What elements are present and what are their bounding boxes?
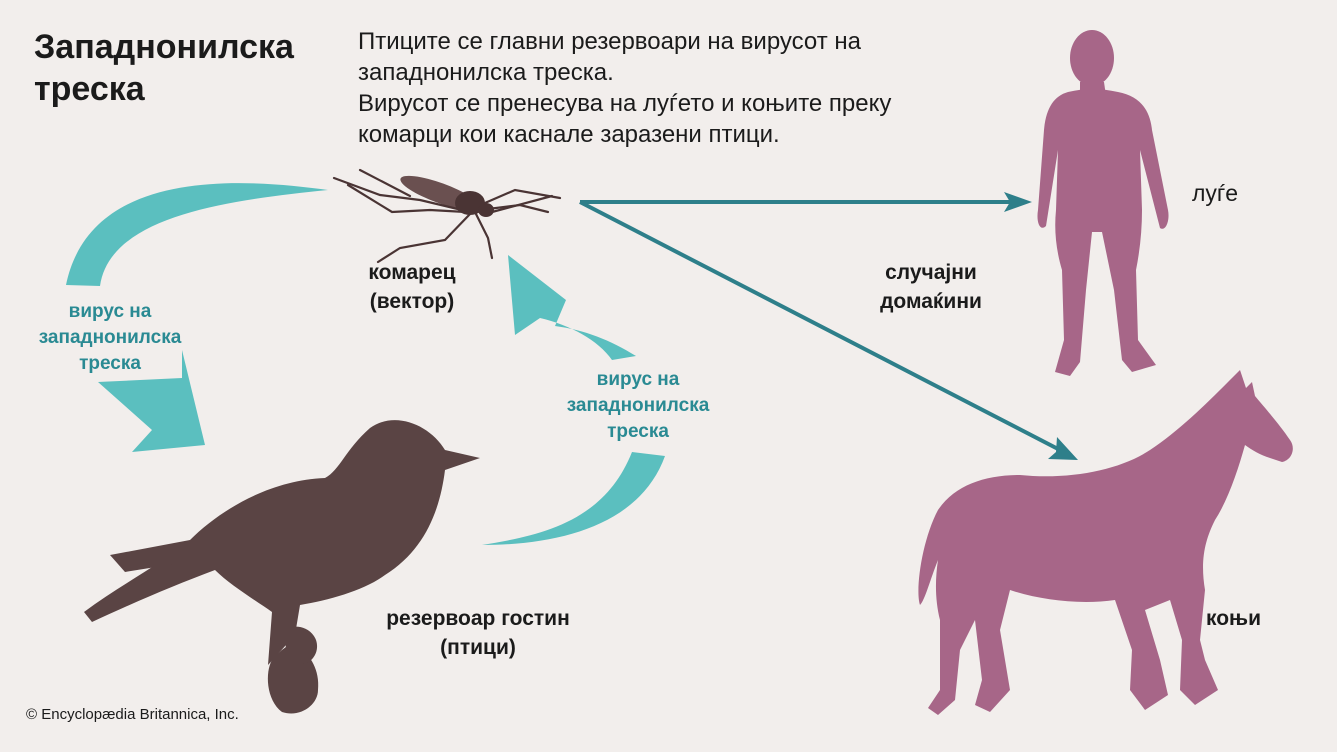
mosquito-label-line: комарец bbox=[368, 261, 456, 284]
virus-label-right-line: треска bbox=[607, 421, 669, 442]
reservoir-label-line: резервоар гостин bbox=[386, 607, 570, 630]
virus-label-right-line: западнонилска bbox=[566, 395, 710, 416]
teal-arrow-mosquito-to-bird bbox=[66, 183, 328, 452]
description-line: Птиците се главни резервоари на вирусот … bbox=[358, 28, 861, 55]
virus-label-right: вирус на западнонилска треска bbox=[548, 367, 728, 445]
virus-label-left-line: треска bbox=[79, 353, 141, 374]
mosquito-icon bbox=[332, 168, 562, 264]
mosquito-label: комарец (вектор) bbox=[352, 258, 472, 316]
incidental-hosts-label-line: домаќини bbox=[880, 290, 982, 313]
description-line: комарци кои каснале заразени птици. bbox=[358, 121, 780, 148]
reservoir-label-line: (птици) bbox=[440, 636, 516, 659]
copyright-notice: © Encyclopædia Britannica, Inc. bbox=[26, 706, 239, 723]
virus-label-right-line: вирус на bbox=[596, 369, 680, 390]
description: Птиците се главни резервоари на вирусот … bbox=[358, 26, 998, 150]
horse-icon bbox=[918, 370, 1293, 715]
humans-label: луѓе bbox=[1192, 180, 1239, 206]
description-line: Вирусот се пренесува на луѓето и коњите … bbox=[358, 90, 892, 117]
incidental-hosts-label-line: случајни bbox=[885, 261, 977, 284]
page-title: Западнонилска треска bbox=[34, 26, 334, 110]
arrow-to-horses bbox=[579, 200, 1078, 460]
virus-label-left-line: вирус на bbox=[68, 301, 152, 322]
reservoir-label: резервоар гостин (птици) bbox=[368, 604, 588, 662]
virus-label-left-line: западнонилска bbox=[38, 327, 182, 348]
title-text: Западнонилска треска bbox=[34, 28, 294, 108]
mosquito-label-line: (вектор) bbox=[369, 290, 455, 313]
teal-arrow-bird-to-mosquito bbox=[482, 255, 665, 545]
incidental-hosts-label: случајни домаќини bbox=[856, 258, 1006, 316]
horses-label: коњи bbox=[1206, 607, 1262, 630]
arrow-to-humans bbox=[580, 192, 1032, 212]
description-line: западнонилска треска. bbox=[358, 59, 614, 86]
virus-label-left: вирус на западнонилска треска bbox=[20, 299, 200, 377]
bird-icon bbox=[84, 420, 480, 714]
human-icon bbox=[1037, 30, 1169, 376]
